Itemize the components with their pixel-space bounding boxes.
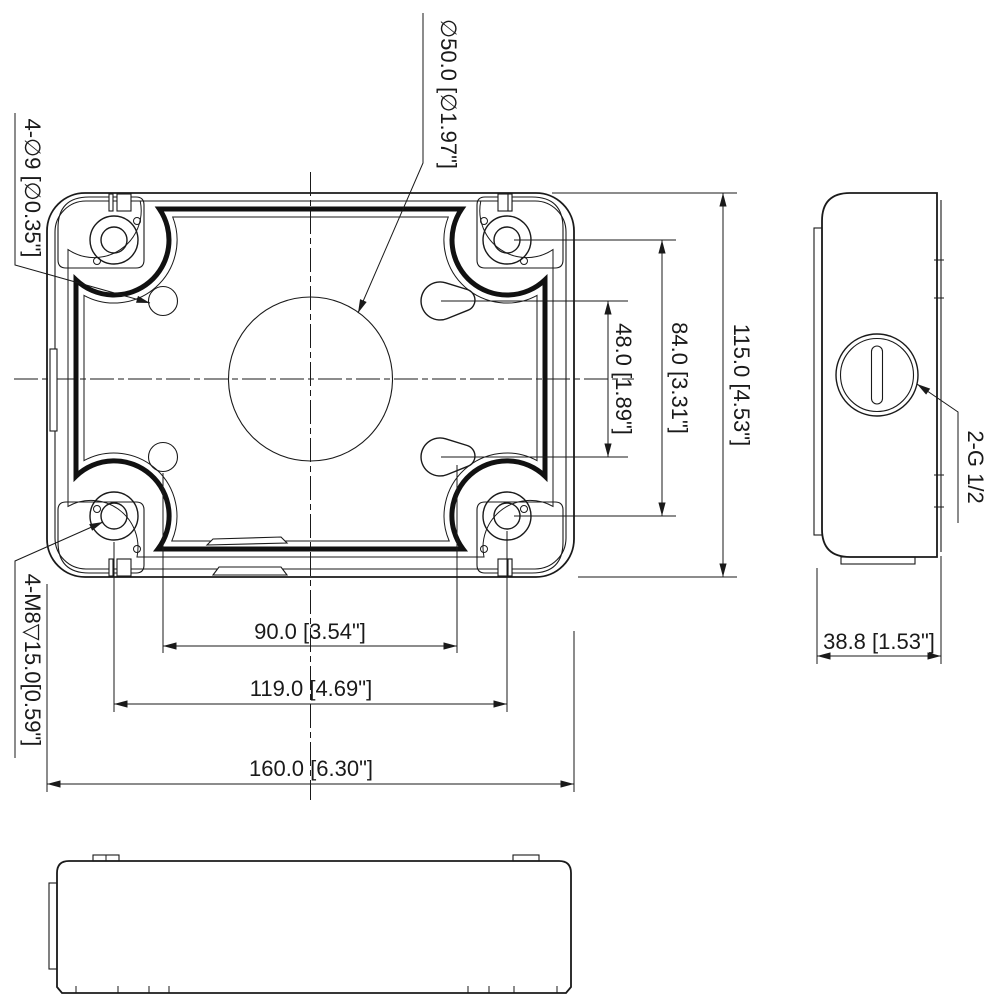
lid-seam-ticks xyxy=(934,259,944,508)
conduit-plug-outer xyxy=(835,333,919,417)
pocket-relief-holes xyxy=(93,217,528,553)
dim-115-label: 115.0 [4.53"] xyxy=(729,324,754,446)
dim-90-label: 90.0 [3.54"] xyxy=(254,619,366,644)
corner-pockets xyxy=(57,196,564,574)
dim-160-label: 160.0 [6.30"] xyxy=(249,756,373,781)
center-cable-hole xyxy=(227,296,394,462)
front-view xyxy=(14,172,634,800)
keyhole-slot-top xyxy=(420,281,476,321)
keyhole-slot-bottom xyxy=(420,437,476,477)
leader-corner-holes xyxy=(14,113,151,304)
dimensions: 48.0 [1.89"] 84.0 [3.31"] 115.0 [4.53"] … xyxy=(46,192,942,792)
dim-84-label: 84.0 [3.31"] xyxy=(667,322,692,434)
bottom-edge-tab xyxy=(211,566,289,576)
label-conduit: 2-G 1/2 xyxy=(963,430,988,503)
dim-38-label: 38.8 [1.53"] xyxy=(823,629,935,654)
boss-notches xyxy=(108,193,513,577)
label-center-hole: ∅50.0 [∅1.97"] xyxy=(436,19,461,169)
corner-screw-bosses xyxy=(89,215,532,541)
bottom-view xyxy=(48,854,572,994)
side-bottom-tab xyxy=(840,556,916,565)
gasket-groove-outer-line xyxy=(67,200,554,558)
dim-48-label: 48.0 [1.89"] xyxy=(611,323,636,435)
dim-119-label: 119.0 [4.69"] xyxy=(250,676,372,701)
bottom-top-tab-right xyxy=(512,854,540,862)
mount-hole-bottom-left xyxy=(147,441,179,473)
side-left-strip xyxy=(813,227,823,536)
callouts: ∅50.0 [∅1.97"] 4-∅9 [∅0.35"] 4-M8▽15.0[0… xyxy=(14,13,988,758)
box-outer-outline xyxy=(46,192,575,578)
left-wall-tab xyxy=(49,348,58,432)
side-outline xyxy=(821,192,938,558)
gasket-groove-inner-line xyxy=(83,216,538,542)
bottom-left-tab xyxy=(48,882,58,970)
conduit-plug-inner xyxy=(839,337,915,413)
label-thread-holes: 4-M8▽15.0[0.59"] xyxy=(20,574,45,747)
label-corner-holes: 4-∅9 [∅0.35"] xyxy=(20,118,45,257)
leader-center-hole xyxy=(357,13,424,314)
leader-conduit xyxy=(916,383,959,523)
bottom-feet-ticks xyxy=(75,986,558,993)
leader-thread-holes xyxy=(14,521,104,758)
bottom-outline xyxy=(56,860,572,994)
mount-hole-top-left xyxy=(147,285,179,317)
plug-screw-slot xyxy=(870,345,884,405)
side-view xyxy=(813,192,944,565)
bottom-gasket-tab xyxy=(205,536,289,546)
